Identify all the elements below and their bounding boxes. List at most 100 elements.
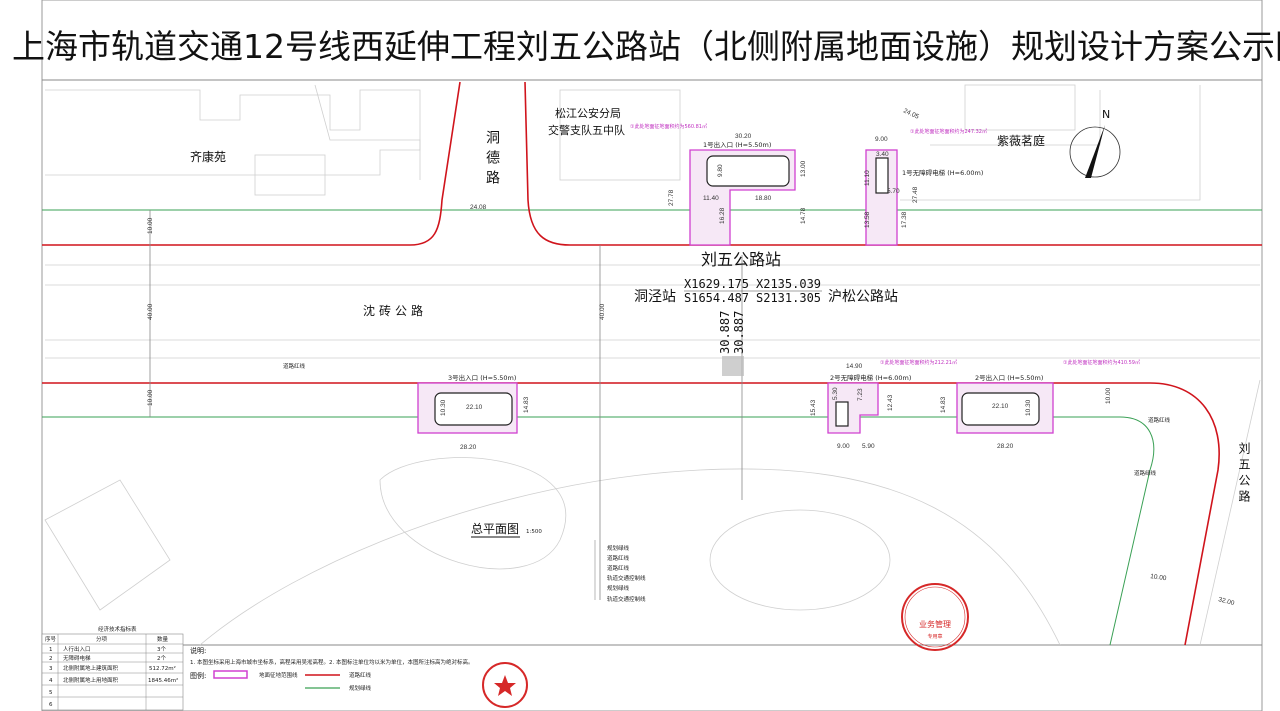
dimension-label: 15.43 [810,399,817,416]
exit-2[interactable] [956,382,1054,434]
north-arrow-icon: N [1069,108,1121,178]
table-cell: 1845.46m² [148,677,178,684]
station-east: 沪松公路站 [828,289,898,305]
dimension-labels: 30.20 9.80 13.00 11.40 18.80 27.78 16.28… [147,107,1235,607]
table-cell: 3 [49,666,53,672]
sheet-frame [41,0,1263,711]
label-shenzhuan-road: 沈砖公路 [363,303,427,318]
east-x-coordinate: X2135.039 [756,277,821,291]
west-s-coordinate: S1654.487 [684,291,749,305]
background-buildings [44,84,1261,646]
legend-label: 规划绿线 [349,684,372,692]
dimension-label: 10.00 [1105,387,1112,404]
stamp-center-text: 业务管理 [919,619,951,629]
road-red-line-label-right: 道路红线 [1148,416,1171,424]
table-cell: 2个 [157,655,166,662]
dimension-label: 18.80 [755,195,772,202]
table-cell: 3个 [157,646,166,653]
table-cell: 人行出入口 [63,645,91,653]
dimension-label: 10.00 [147,217,154,234]
indicator-table: 经济技术指标表 序号 分项 数量 1 人行出入口 3个 2 无障碍电梯 2个 3… [41,625,184,711]
elevator-1[interactable] [865,149,898,246]
dimension-label: 9.00 [837,443,850,450]
west-x-coordinate: X1629.175 [684,277,749,291]
chainage-marker [722,356,744,376]
notes-heading: 说明: [190,646,206,655]
station-west: 洞泾站 [634,289,676,305]
exit-3[interactable] [417,382,518,434]
dimension-label: 24.08 [470,204,487,211]
exit-2-label: 2号出入口 (H=5.50m) [975,373,1043,382]
dimension-label: 10.00 [1150,573,1167,582]
elevator-2[interactable] [827,382,879,434]
dimension-label: 22.10 [466,404,483,411]
table-row: 4 北侧附属地上用地面积 1845.46m² [49,676,178,684]
table-cell: 512.72m² [149,665,176,672]
dimension-label: 13.00 [800,160,807,177]
elevator-1-label: 1号无障碍电梯 (H=6.00m) [902,168,983,177]
land-note-elevator2: ①此处地面征地面积约为212.21㎡ [880,359,957,366]
dimension-label: 17.38 [901,211,908,228]
table-cell: 2 [49,656,53,662]
dimension-label: 30.20 [735,133,752,140]
table-cell: 北侧附属地上建筑面积 [63,664,119,672]
table-row: 1 人行出入口 3个 [49,645,166,653]
dimension-label: 9.80 [717,164,724,177]
dimension-label: 14.90 [846,363,863,370]
dimension-label: 27.48 [912,186,919,203]
dimension-label: 27.78 [668,189,675,206]
table-cell: 1 [49,647,53,653]
dimension-label: 3.40 [876,151,889,158]
table-cell: 6 [49,702,53,708]
callout-item: 道路红线 [607,564,630,572]
label-qikangyuan: 齐康苑 [190,149,226,164]
dimension-label: 32.00 [1217,596,1235,607]
table-header: 分项 [96,635,108,643]
elevator-2-label: 2号无障碍电梯 (H=6.00m) [830,373,911,382]
callout-list: 规划绿线 道路红线 道路红线 轨道交通控制线 规划绿线 轨道交通控制线 [594,540,646,603]
exit-1-label: 1号出入口 (H=5.50m) [703,140,771,149]
exit-3-label: 3号出入口 (H=5.50m) [448,373,516,382]
label-ziweimingting: 紫薇茗庭 [997,133,1045,148]
control-lines [149,210,743,600]
callout-item: 道路红线 [607,554,630,562]
callout-item: 轨道交通控制线 [607,574,646,582]
plan-scale: 1:500 [526,529,542,535]
dimension-label: 14.83 [523,396,530,413]
dimension-label: 40.00 [599,303,606,320]
land-note-exit1: ①此处地面征地面积约为560.81㎡ [630,123,707,130]
stamp-bottom-text: 专用章 [927,633,942,640]
road-red-line-label-left: 道路红线 [283,362,306,370]
exit-1[interactable] [689,149,796,246]
plan-title: 总平面图 [471,522,519,536]
dimension-label: 7.23 [857,388,864,401]
table-cell: 4 [49,678,53,684]
table-cell: 北侧附属地上用地面积 [63,676,119,684]
table-title: 经济技术指标表 [98,625,137,633]
dimension-label: 5.70 [887,188,900,195]
north-label: N [1102,108,1110,121]
label-dongde-road: 洞德路 [484,130,500,190]
dimension-label: 14.83 [940,396,947,413]
east-s-coordinate: S2131.305 [756,291,821,305]
legend-swatch-boundary [213,670,248,679]
station-current: 刘五公路站 [701,250,781,269]
dimension-label: 16.28 [719,207,726,224]
page-title: 上海市轨道交通12号线西延伸工程刘五公路站（北侧附属地面设施）规划设计方案公示图 [12,27,1280,66]
road-red-lines [42,81,1262,646]
chainage-1: 30.887 [718,311,732,354]
chainage-2: 30.887 [732,311,746,354]
dimension-label: 10.00 [147,389,154,406]
table-cell: 无障碍电梯 [63,654,91,662]
design-institute-stamp [482,662,528,708]
notes-text: 1. 本图坐标采用上海市城市坐标系，高程采用吴淞高程。2. 本图标注单位均以米为… [190,658,474,666]
dimension-label: 5.90 [862,443,875,450]
dimension-label: 11.10 [864,170,871,186]
legend-label: 道路红线 [349,671,372,679]
dimension-label: 9.00 [875,136,888,143]
label-liuwu-road: 刘五公路 [1237,442,1251,506]
dimension-label: 10.30 [1025,399,1032,416]
dimension-label: 28.20 [997,443,1014,450]
dimension-label: 40.00 [147,303,154,320]
